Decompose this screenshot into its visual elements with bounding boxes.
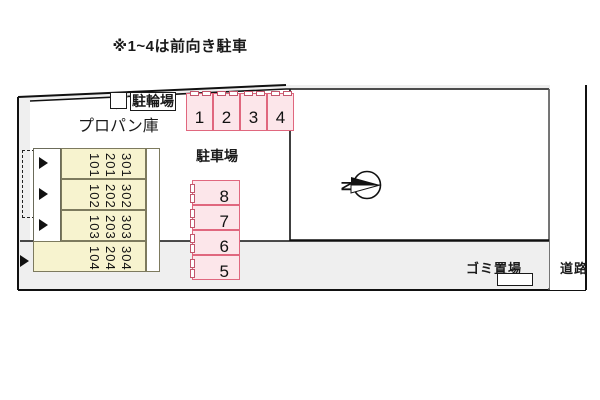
wheel-stop-icon [190, 219, 195, 228]
wheel-stop-icon [256, 91, 265, 96]
wheel-stop-icon [217, 91, 226, 96]
page-title: ※1~4は前向き駐車 [112, 38, 248, 55]
unit-number: 302 [119, 184, 134, 209]
parking-stall-8[interactable]: 8 [190, 180, 240, 206]
stall-number: 8 [219, 187, 229, 206]
unit-number: 202 [103, 184, 118, 209]
stall-number: 6 [219, 237, 229, 256]
parking-lot-label: 駐車場 [196, 148, 238, 164]
bicycle-parking-box [110, 92, 127, 109]
entry-arrow-icon [39, 157, 48, 169]
unit-number: 304 [119, 246, 134, 271]
unit-number: 104 [87, 246, 102, 271]
garbage-area-label: ゴミ置場 [466, 261, 523, 276]
wheel-stop-icon [229, 91, 238, 96]
propane-storage-label: プロパン庫 [78, 118, 159, 135]
compass-rose: N [338, 170, 382, 200]
building-row-3[interactable]: 303 203 103 [61, 210, 146, 241]
unit-number: 101 [87, 153, 102, 178]
stall-number: 1 [194, 108, 205, 127]
lot-outer-frame [17, 84, 287, 98]
parking-stall-1[interactable]: 1 [186, 91, 213, 131]
wheel-stop-icon [190, 259, 195, 268]
wheel-stop-icon [190, 184, 195, 193]
parking-stall-3[interactable]: 3 [240, 91, 267, 131]
building-rear-strip [146, 148, 160, 272]
building-row-4[interactable]: 304 204 104 [33, 241, 146, 272]
court-notch-outline [289, 89, 549, 241]
wheel-stop-icon [190, 194, 195, 203]
stall-number: 2 [221, 108, 232, 127]
road-strip [550, 85, 586, 290]
unit-number: 103 [87, 215, 102, 240]
wheel-stop-icon [244, 91, 253, 96]
parking-stall-4[interactable]: 4 [267, 91, 294, 131]
wheel-stop-icon [190, 234, 195, 243]
parking-stall-7[interactable]: 7 [190, 205, 240, 231]
parking-stall-5[interactable]: 5 [190, 255, 240, 281]
stall-number: 7 [219, 212, 229, 231]
wheel-stop-icon [271, 91, 280, 96]
entry-arrow-icon [20, 255, 29, 267]
building-row-1[interactable]: 301 201 101 [61, 148, 146, 179]
unit-number: 203 [103, 215, 118, 240]
parking-stall-2[interactable]: 2 [213, 91, 240, 131]
wheel-stop-icon [283, 91, 292, 96]
wheel-stop-icon [202, 91, 211, 96]
wheel-stop-icon [190, 209, 195, 218]
road-label: 道路 [560, 261, 589, 276]
entry-arrow-icon [39, 188, 48, 200]
stall-number: 3 [248, 108, 259, 127]
unit-number: 102 [87, 184, 102, 209]
unit-number: 303 [119, 215, 134, 240]
building-row-2[interactable]: 302 202 102 [61, 179, 146, 210]
wheel-stop-icon [190, 244, 195, 253]
stall-number: 4 [275, 108, 286, 127]
unit-number: 204 [103, 246, 118, 271]
unit-number: 201 [103, 153, 118, 178]
garbage-area-box [497, 273, 533, 286]
svg-text:N: N [338, 181, 354, 191]
parking-stall-6[interactable]: 6 [190, 230, 240, 256]
entry-arrow-icon [39, 219, 48, 231]
stall-number: 5 [219, 262, 229, 281]
bicycle-parking-label: 駐輪場 [130, 92, 176, 111]
wheel-stop-icon [190, 91, 199, 96]
unit-number: 301 [119, 153, 134, 178]
wheel-stop-icon [190, 269, 195, 278]
